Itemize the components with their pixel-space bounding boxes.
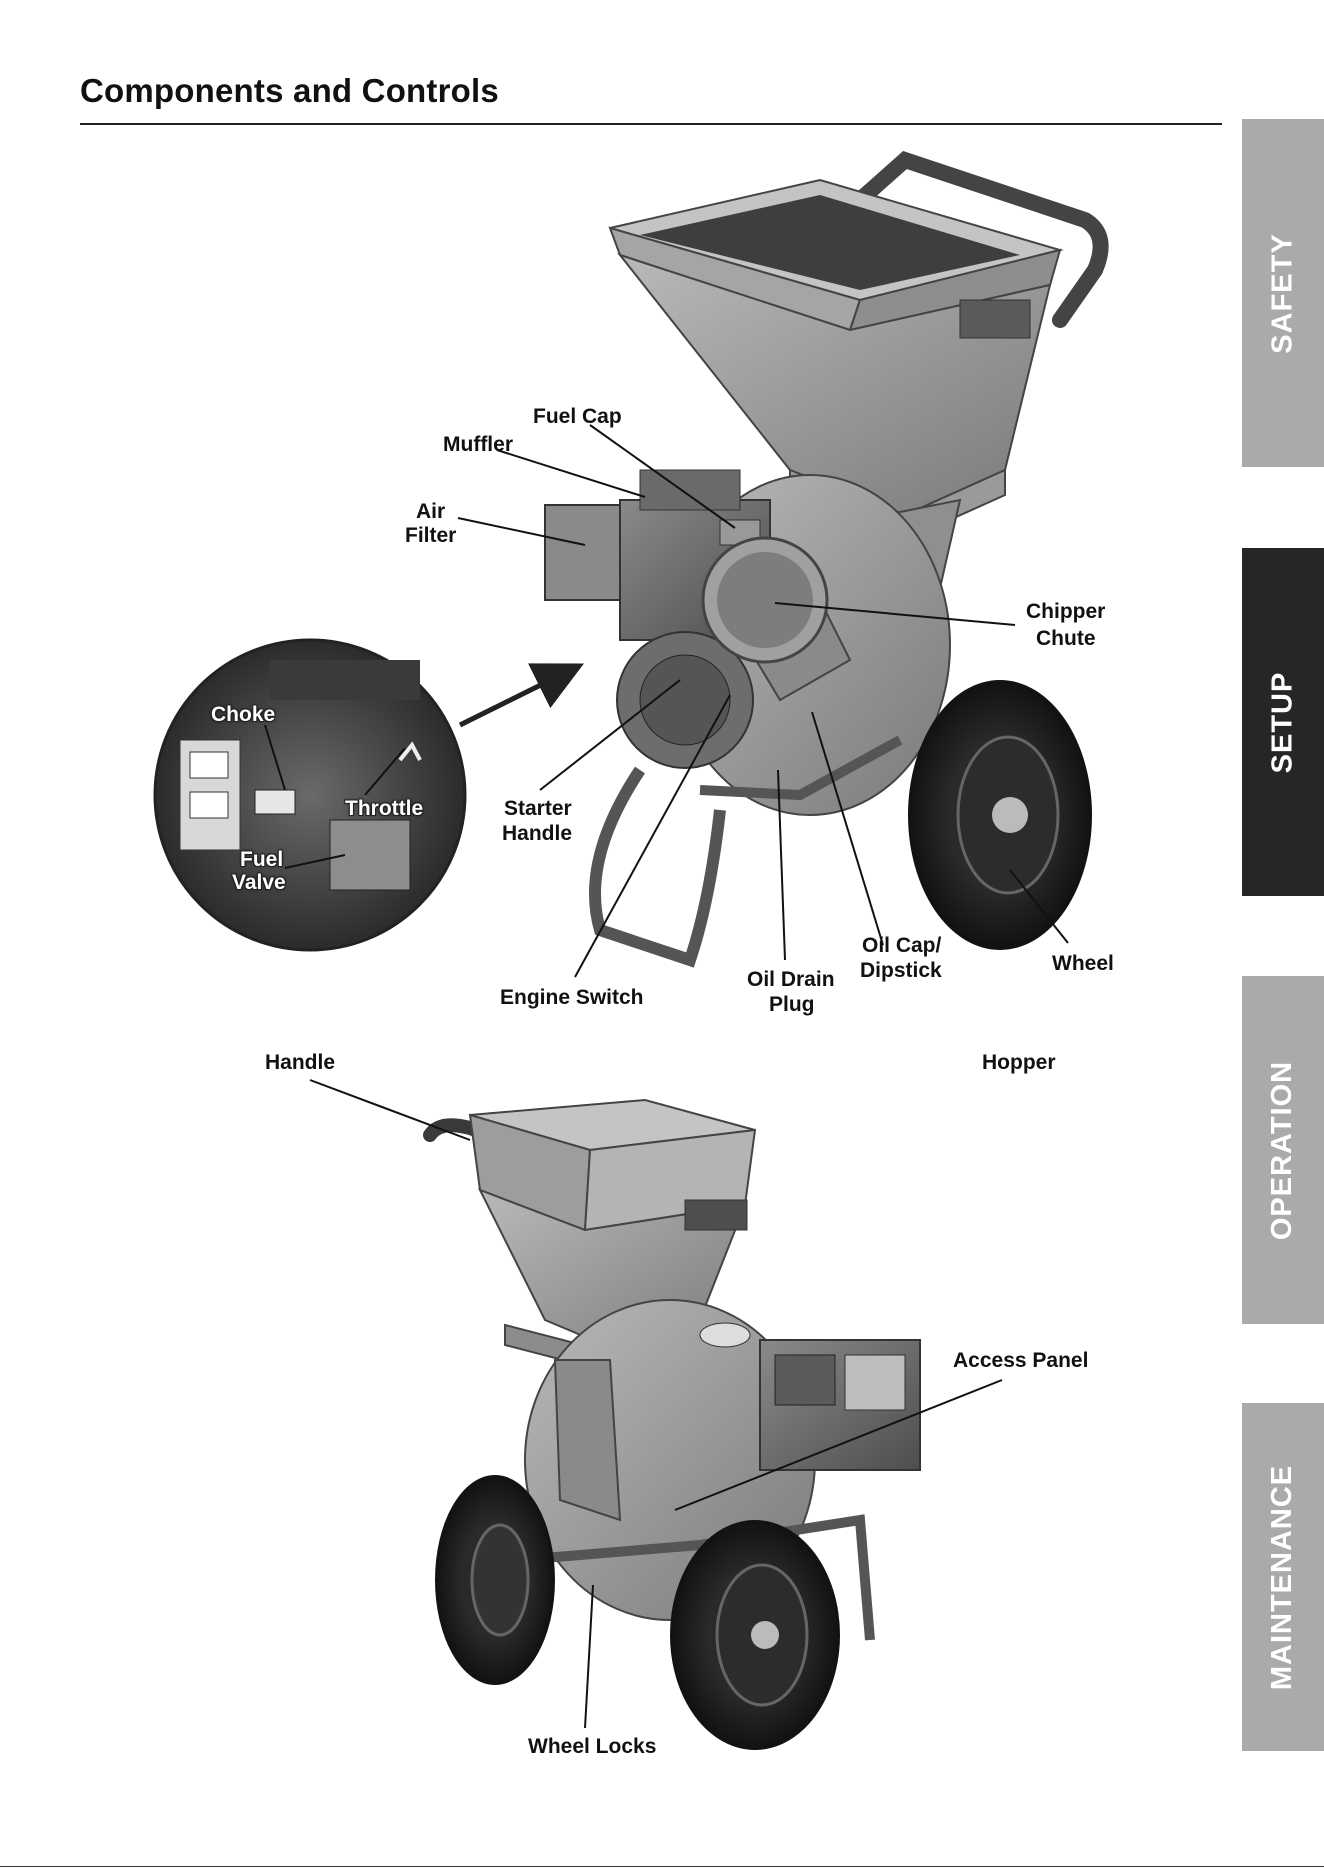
label-air-filter-1: Air xyxy=(416,499,445,525)
label-throttle: Throttle xyxy=(345,797,423,820)
label-air-filter-2: Filter xyxy=(405,523,456,549)
footer-divider xyxy=(0,1866,1324,1867)
label-handle: Handle xyxy=(265,1050,335,1076)
label-oil-drain-plug-2: Plug xyxy=(769,992,815,1018)
label-wheel: Wheel xyxy=(1052,951,1114,977)
label-chipper-chute-1: Chipper xyxy=(1026,599,1105,625)
label-access-panel: Access Panel xyxy=(953,1348,1088,1374)
controls-inset xyxy=(155,640,465,950)
bottom-chipper-drawing xyxy=(430,1100,920,1750)
label-oil-cap-2: Dipstick xyxy=(860,958,942,984)
label-oil-drain-plug-1: Oil Drain xyxy=(747,967,835,993)
label-hopper: Hopper xyxy=(982,1050,1056,1076)
label-choke: Choke xyxy=(211,703,275,726)
label-fuel-valve-1: Fuel xyxy=(240,848,283,871)
label-chipper-chute-2: Chute xyxy=(1036,626,1096,652)
label-oil-cap-1: Oil Cap/ xyxy=(862,933,941,959)
label-fuel-cap: Fuel Cap xyxy=(533,404,622,430)
label-fuel-valve-2: Valve xyxy=(232,871,286,894)
label-wheel-locks: Wheel Locks xyxy=(528,1734,656,1760)
label-starter-handle-1: Starter xyxy=(504,796,572,822)
label-engine-switch: Engine Switch xyxy=(500,985,644,1011)
label-muffler: Muffler xyxy=(443,432,513,458)
label-starter-handle-2: Handle xyxy=(502,821,572,847)
